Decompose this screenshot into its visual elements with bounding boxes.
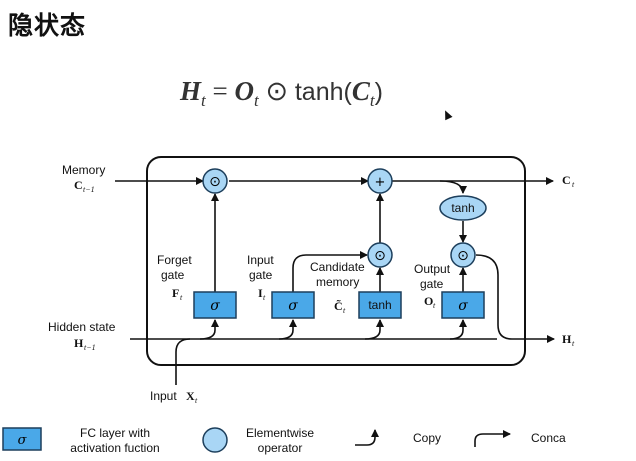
input-multiply-op bbox=[367, 242, 393, 268]
input-line bbox=[175, 338, 191, 385]
output-gate-box bbox=[441, 291, 485, 319]
memory-out-symbol-sub: t bbox=[572, 180, 575, 189]
candidate-memory-box bbox=[358, 291, 402, 319]
legend-fc-sigma: σ bbox=[18, 433, 28, 448]
legend-fc-layer-icon bbox=[2, 427, 42, 451]
legend-elementwise-icon bbox=[202, 427, 228, 453]
eq-lhs: H bbox=[180, 76, 202, 106]
input-label: Input bbox=[150, 389, 177, 403]
output-gate-symbol-sub: t bbox=[433, 301, 436, 310]
eq-c-sub: t bbox=[369, 91, 375, 110]
legend-fc-line2: activation fuction bbox=[70, 441, 159, 455]
input-multiply-symbol: ⊙ bbox=[374, 248, 386, 264]
output-to-hidden-line bbox=[475, 254, 555, 343]
hidden-state-equation: Ht = Ot ⊙ tanh(Ct) bbox=[180, 76, 383, 111]
memory-to-tanh-line bbox=[439, 180, 467, 194]
legend-concat-label: Conca bbox=[531, 431, 566, 445]
memory-symbol-sub: t−1 bbox=[83, 185, 95, 194]
lstm-cell-boundary bbox=[146, 156, 526, 366]
memory-label: Memory bbox=[62, 163, 105, 177]
output-gate-label-1: Output bbox=[414, 262, 451, 276]
forget-multiply-symbol: ⊙ bbox=[209, 174, 221, 190]
legend-elementwise-line1: Elementwise bbox=[246, 426, 314, 440]
legend-elementwise-line2: operator bbox=[258, 441, 303, 455]
eq-c: C bbox=[351, 76, 370, 106]
memory-tanh-op bbox=[439, 195, 487, 221]
output-multiply-symbol: ⊙ bbox=[457, 248, 469, 264]
hidden-to-input-gate-line bbox=[278, 319, 297, 340]
slide-title: 隐状态 bbox=[8, 11, 87, 40]
input-gate-symbol: I bbox=[258, 286, 263, 300]
input-gate-box bbox=[271, 291, 315, 319]
legend-concat-icon bbox=[474, 430, 511, 447]
eq-lhs-sub: t bbox=[201, 91, 206, 110]
output-gate-symbol: O bbox=[424, 294, 433, 308]
hidden-to-output-gate-line bbox=[449, 319, 467, 340]
candidate-memory-tanh: tanh bbox=[368, 298, 391, 312]
output-multiply-op bbox=[450, 242, 476, 268]
hidden-state-label: Hidden state bbox=[48, 320, 116, 334]
forget-gate-label-2: gate bbox=[161, 268, 185, 282]
hidden-out-symbol: H bbox=[562, 332, 572, 346]
input-symbol: X bbox=[186, 389, 195, 403]
candidate-symbol-sub: t bbox=[343, 306, 346, 315]
input-gate-symbol-sub: t bbox=[263, 293, 266, 302]
legend-fc-line1: FC layer with bbox=[80, 426, 150, 440]
memory-add-symbol: + bbox=[375, 175, 386, 190]
candidate-label-2: memory bbox=[316, 275, 359, 289]
candidate-symbol: C̃ bbox=[334, 299, 343, 313]
eq-o-sub: t bbox=[253, 91, 259, 110]
hidden-out-symbol-sub: t bbox=[572, 339, 575, 348]
eq-equals: = bbox=[212, 76, 228, 106]
forget-multiply-op bbox=[202, 168, 228, 194]
eq-o: O bbox=[234, 76, 254, 106]
memory-tanh-label: tanh bbox=[451, 201, 474, 215]
eq-tanh: tanh( bbox=[294, 78, 352, 106]
legend-copy-label: Copy bbox=[413, 431, 441, 445]
memory-out-symbol: C bbox=[562, 173, 571, 187]
hidden-state-symbol: H bbox=[74, 336, 84, 350]
forget-gate-symbol-sub: t bbox=[180, 293, 183, 302]
memory-add-op bbox=[367, 168, 393, 194]
forget-gate-symbol: F bbox=[172, 286, 179, 300]
candidate-label-1: Candidate bbox=[310, 260, 365, 274]
output-gate-sigma: σ bbox=[458, 298, 468, 314]
eq-close: ) bbox=[374, 78, 383, 106]
memory-symbol: C bbox=[74, 178, 83, 192]
hidden-state-symbol-sub: t−1 bbox=[84, 343, 96, 352]
forget-gate-label-1: Forget bbox=[157, 253, 192, 267]
forget-gate-box bbox=[193, 291, 237, 319]
eq-odot: ⊙ bbox=[265, 76, 289, 106]
legend-copy-icon bbox=[355, 429, 379, 446]
input-symbol-sub: t bbox=[195, 396, 198, 405]
input-gate-label-2: gate bbox=[249, 268, 273, 282]
input-gate-label-1: Input bbox=[247, 253, 274, 267]
hidden-to-forget-line bbox=[199, 319, 219, 340]
input-gate-sigma: σ bbox=[288, 298, 298, 314]
output-gate-label-2: gate bbox=[420, 277, 444, 291]
input-gate-to-op-line bbox=[292, 251, 368, 292]
hidden-to-candidate-line bbox=[364, 319, 384, 340]
forget-gate-sigma: σ bbox=[210, 298, 220, 314]
